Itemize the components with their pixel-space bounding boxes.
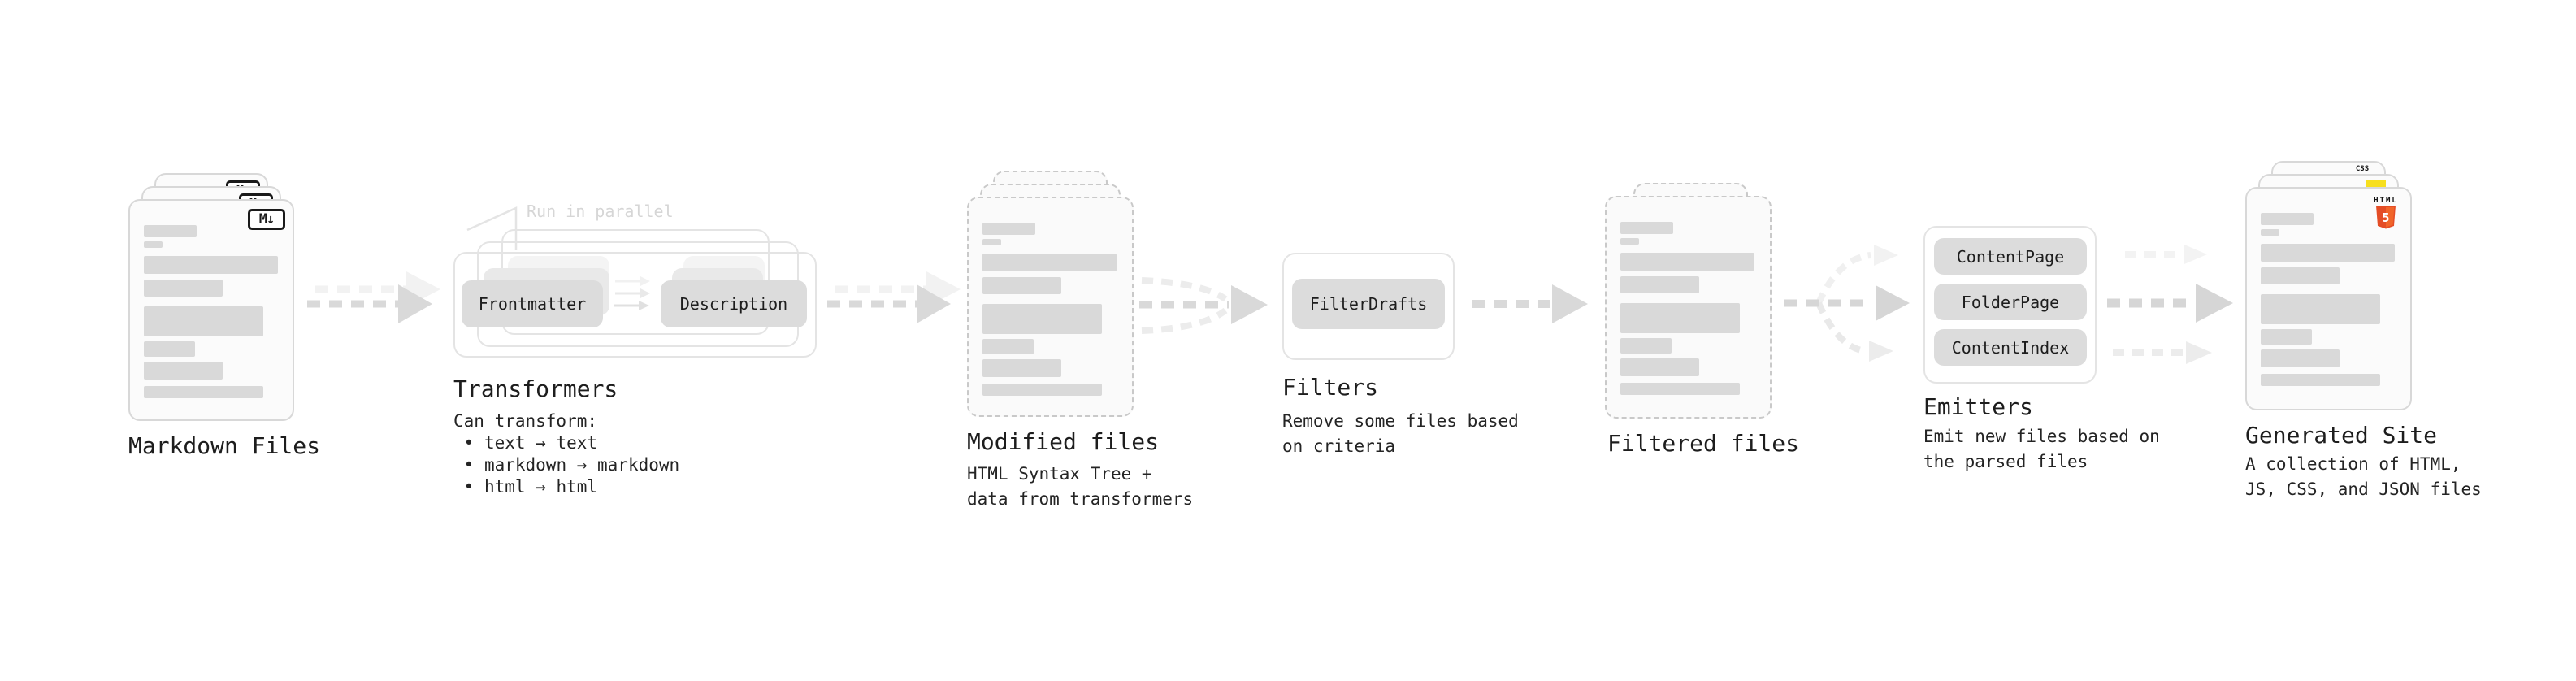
doc-placeholder-line: [2261, 213, 2314, 225]
markdown-icon: M↓: [248, 209, 285, 230]
doc-placeholder-line: [982, 277, 1061, 294]
modified-files-label: Modified files: [967, 428, 1160, 455]
filtered-files-label: Filtered files: [1607, 430, 1800, 457]
filters-label: Filters: [1282, 374, 1379, 401]
doc-placeholder-line: [2261, 294, 2380, 324]
doc-placeholder-line: [144, 280, 223, 297]
doc-placeholder-line: [982, 384, 1102, 396]
filters-caption: Remove some files based on criteria: [1282, 411, 1519, 456]
markdown-files-label: Markdown Files: [128, 432, 321, 459]
doc-placeholder-line: [2261, 244, 2395, 262]
transformer-pill-description: Description: [661, 280, 807, 327]
run-in-parallel-leader-line: [466, 206, 518, 250]
emitters-label: Emitters: [1923, 393, 2033, 420]
transformers-label: Transformers: [453, 375, 618, 402]
doc-placeholder-line: [1620, 222, 1673, 234]
generated-doc-card-html: HTML 5: [2245, 187, 2412, 410]
doc-placeholder-line: [1620, 303, 1740, 333]
emitter-pill-folderpage: FolderPage: [1934, 284, 2087, 320]
transformer-mini-arrows: [614, 276, 650, 310]
flow-arrow-modified-to-filters: [1139, 277, 1268, 334]
html5-icon: HTML 5: [2370, 197, 2402, 230]
doc-placeholder-line: [982, 239, 1001, 245]
generated-site-label: Generated Site: [2245, 422, 2438, 449]
doc-placeholder-line: [144, 362, 223, 380]
markdown-doc-card-front: M↓: [128, 199, 294, 421]
emitters-caption: Emit new files based on the parsed files: [1923, 427, 2160, 471]
doc-placeholder-line: [2261, 349, 2340, 367]
doc-placeholder-line: [1620, 276, 1699, 293]
filter-pill-filterdrafts: FilterDrafts: [1292, 279, 1445, 329]
flow-arrow-filters-to-filtered: [1472, 284, 1588, 323]
modified-doc-card-front: [967, 197, 1134, 417]
doc-placeholder-line: [2261, 267, 2340, 284]
svg-text:5: 5: [2382, 210, 2389, 225]
doc-placeholder-line: [2261, 229, 2279, 236]
doc-placeholder-line: [982, 339, 1034, 354]
doc-placeholder-line: [144, 241, 163, 248]
doc-placeholder-line: [1620, 383, 1740, 395]
doc-placeholder-line: [144, 341, 195, 357]
emitter-pill-contentpage: ContentPage: [1934, 238, 2087, 275]
flow-arrow-emitters-to-generated: [2107, 245, 2233, 364]
doc-placeholder-line: [982, 254, 1117, 271]
doc-placeholder-line: [982, 359, 1061, 377]
doc-placeholder-line: [1620, 253, 1754, 271]
modified-files-caption: HTML Syntax Tree + data from transformer…: [967, 464, 1194, 509]
doc-placeholder-line: [144, 306, 263, 336]
doc-placeholder-line: [2261, 374, 2380, 386]
doc-placeholder-line: [144, 256, 278, 274]
emitter-pill-contentindex: ContentIndex: [1934, 329, 2087, 366]
generated-site-caption: A collection of HTML, JS, CSS, and JSON …: [2245, 454, 2482, 499]
flow-arrow-markdown-to-transformers: [307, 271, 440, 323]
transformer-pill-frontmatter: Frontmatter: [462, 280, 603, 327]
doc-placeholder-line: [2261, 329, 2312, 345]
transformer-layer-box-front: [453, 252, 817, 358]
doc-placeholder-line: [982, 223, 1035, 235]
doc-placeholder-line: [144, 225, 197, 237]
flow-arrow-filtered-to-emitters: [1784, 245, 1910, 362]
doc-placeholder-line: [1620, 358, 1699, 376]
doc-placeholder-line: [982, 304, 1102, 334]
flow-arrow-transformers-to-modified: [827, 271, 961, 323]
doc-placeholder-line: [1620, 238, 1639, 245]
doc-placeholder-line: [1620, 338, 1672, 354]
transformers-caption: Can transform: • text → text • markdown …: [453, 411, 680, 497]
doc-placeholder-line: [144, 386, 263, 398]
filtered-doc-card-front: [1605, 196, 1772, 419]
run-in-parallel-annotation: Run in parallel: [527, 202, 674, 221]
